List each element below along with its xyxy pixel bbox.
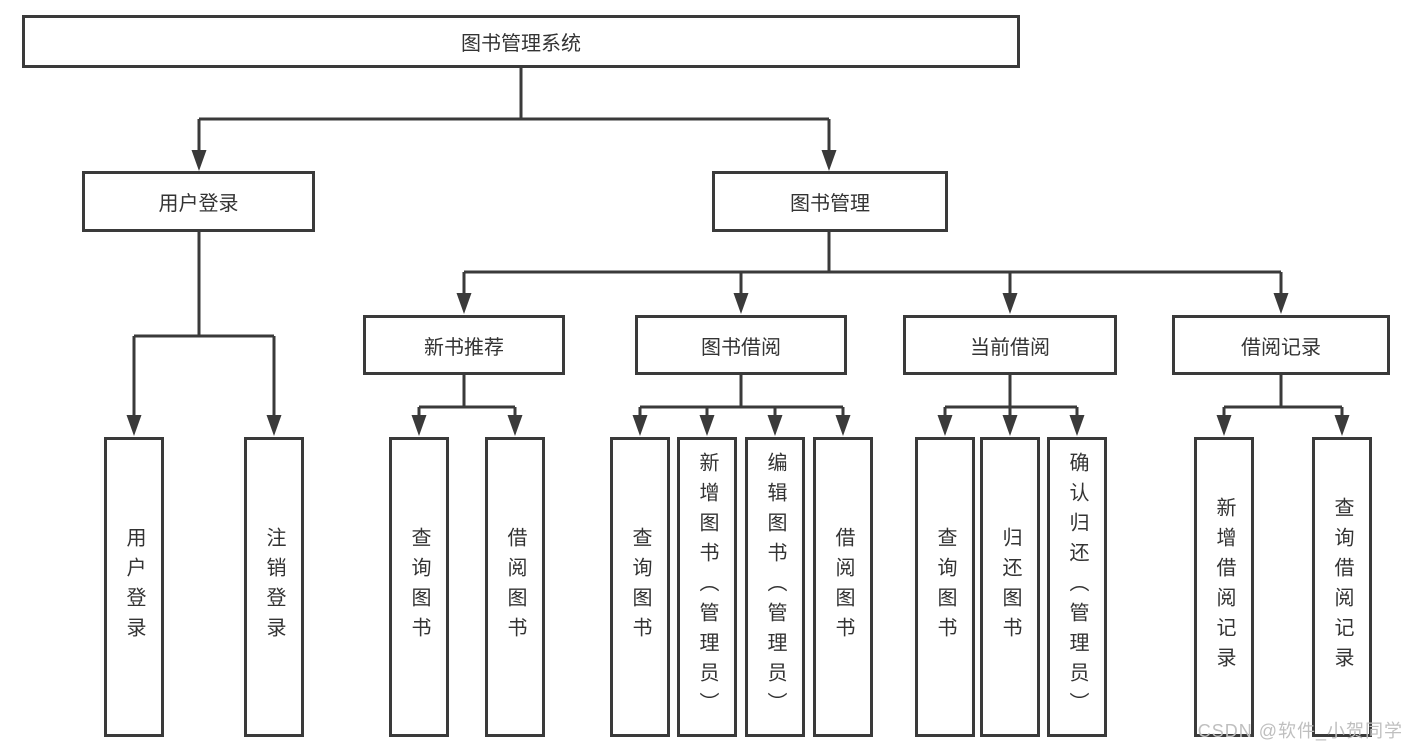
leaf-return-book-label: 归还图书 xyxy=(999,527,1021,647)
node-book-management-label: 图书管理 xyxy=(790,193,870,215)
leaf-borrow-book: 借阅图书 xyxy=(813,437,873,737)
leaf-query-borrow-record-label: 查询借阅记录 xyxy=(1331,497,1353,677)
arrowheads xyxy=(126,150,1350,436)
leaf-confirm-return-admin-label: 确认归还（管理员） xyxy=(1066,452,1088,722)
node-book-borrow: 图书借阅 xyxy=(635,315,847,375)
node-user-login-label: 用户登录 xyxy=(158,193,239,215)
leaf-logout: 注销登录 xyxy=(244,437,304,737)
csdn-watermark: CSDN @软件_小贺同学 xyxy=(1197,721,1403,741)
leaf-rec-borrow-book: 借阅图书 xyxy=(485,437,545,737)
leaf-user-login-label: 用户登录 xyxy=(123,527,145,647)
node-book-management: 图书管理 xyxy=(712,171,948,232)
leaf-edit-book-admin-label: 编辑图书（管理员） xyxy=(764,452,786,722)
leaf-rec-query-book: 查询图书 xyxy=(389,437,449,737)
node-borrow-record-label: 借阅记录 xyxy=(1241,336,1321,359)
node-new-book-recommend-label: 新书推荐 xyxy=(424,336,504,359)
leaf-borrow-query-book-label: 查询图书 xyxy=(629,527,651,647)
node-current-borrow-label: 当前借阅 xyxy=(970,336,1050,359)
leaf-confirm-return-admin: 确认归还（管理员） xyxy=(1047,437,1107,737)
leaf-add-borrow-record: 新增借阅记录 xyxy=(1194,437,1254,737)
leaf-query-borrow-record: 查询借阅记录 xyxy=(1312,437,1372,737)
leaf-add-book-admin-label: 新增图书（管理员） xyxy=(696,452,718,722)
leaf-current-query-book-label: 查询图书 xyxy=(934,527,956,647)
node-new-book-recommend: 新书推荐 xyxy=(363,315,565,375)
node-root-label: 图书管理系统 xyxy=(461,33,581,55)
leaf-current-query-book: 查询图书 xyxy=(915,437,975,737)
leaf-rec-borrow-book-label: 借阅图书 xyxy=(504,527,526,647)
node-current-borrow: 当前借阅 xyxy=(903,315,1117,375)
node-root: 图书管理系统 xyxy=(22,15,1020,68)
leaf-rec-query-book-label: 查询图书 xyxy=(408,527,430,647)
leaf-return-book: 归还图书 xyxy=(980,437,1040,737)
leaf-borrow-query-book: 查询图书 xyxy=(610,437,670,737)
leaf-logout-label: 注销登录 xyxy=(263,527,285,647)
leaf-edit-book-admin: 编辑图书（管理员） xyxy=(745,437,805,737)
leaf-user-login: 用户登录 xyxy=(104,437,164,737)
leaf-add-book-admin: 新增图书（管理员） xyxy=(677,437,737,737)
node-book-borrow-label: 图书借阅 xyxy=(701,336,781,359)
node-user-login: 用户登录 xyxy=(82,171,315,232)
leaf-add-borrow-record-label: 新增借阅记录 xyxy=(1213,497,1235,677)
node-borrow-record: 借阅记录 xyxy=(1172,315,1390,375)
leaf-borrow-book-label: 借阅图书 xyxy=(832,527,854,647)
